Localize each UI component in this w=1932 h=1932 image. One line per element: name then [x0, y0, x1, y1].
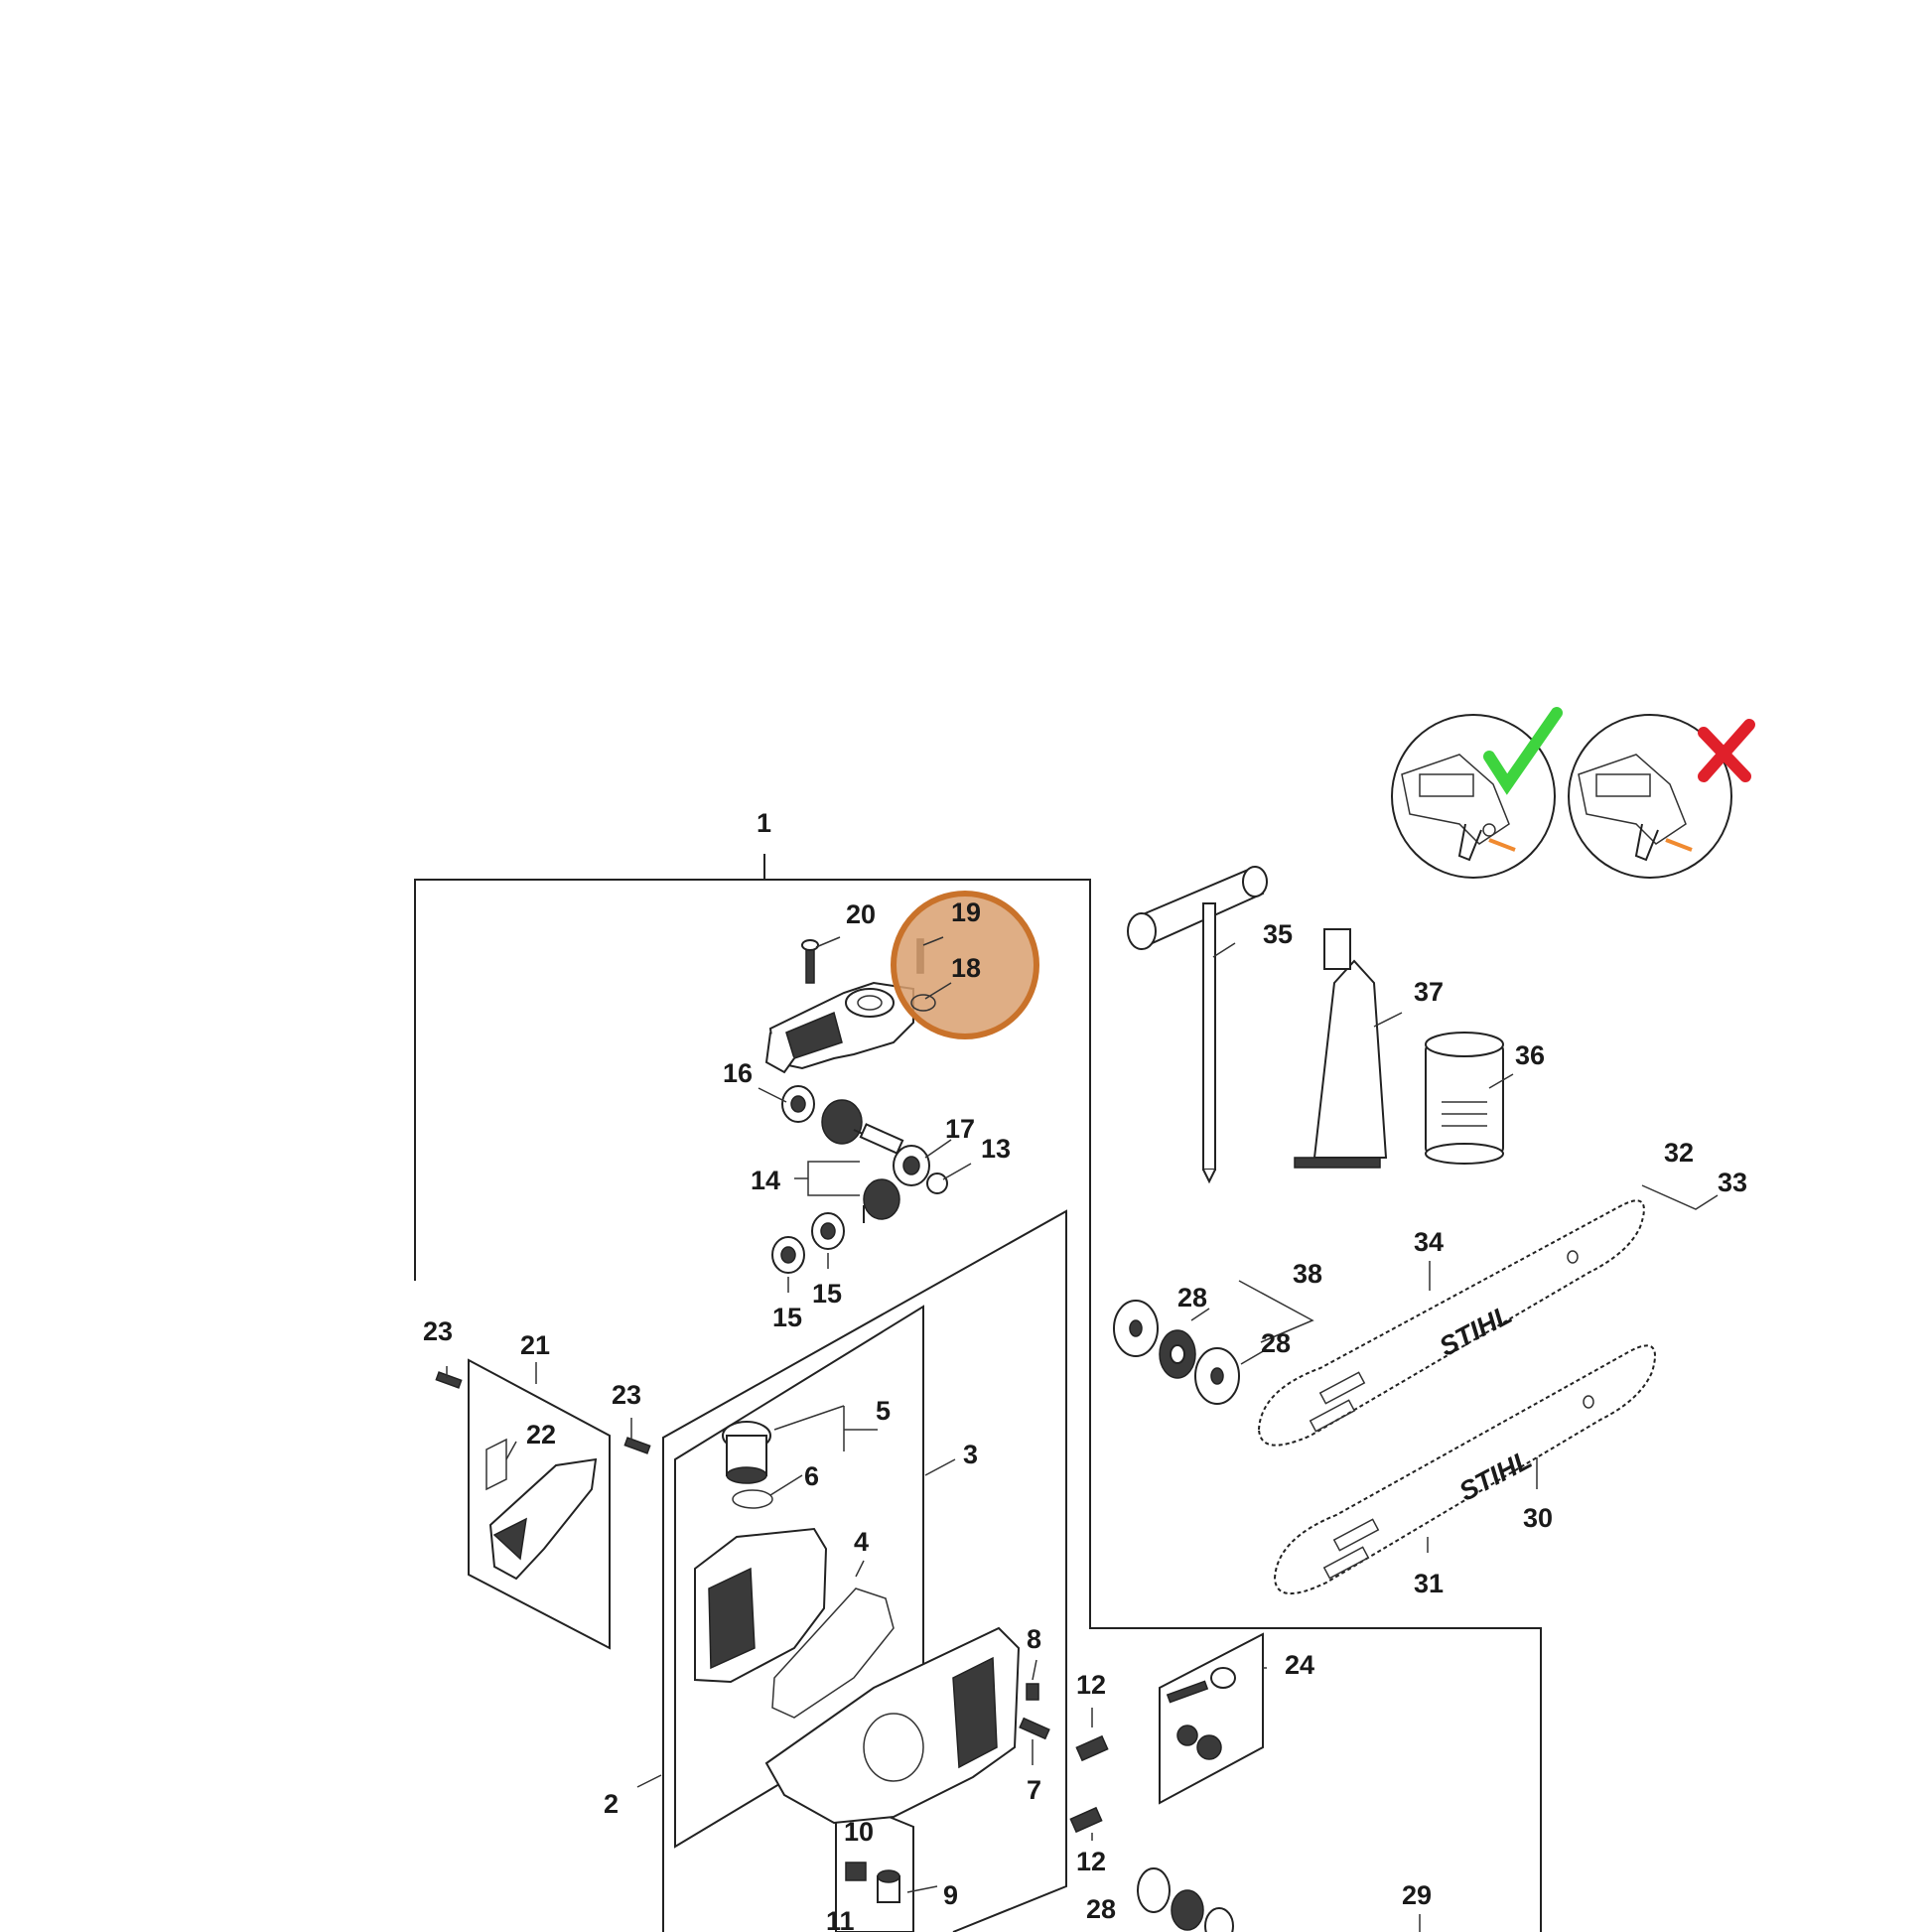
bearing-15b: [771, 1236, 805, 1274]
nut-13: [926, 1173, 948, 1194]
arrow-icon: [1488, 838, 1516, 852]
cross-mark-icon: [1698, 719, 1755, 782]
scrench-35: [1127, 866, 1268, 1184]
label-12a: 12: [1076, 1670, 1106, 1700]
group-24-parts: [1166, 1667, 1236, 1760]
incorrect-inset: [1568, 714, 1755, 879]
label-37: 37: [1414, 977, 1444, 1007]
correct-inset: [1391, 707, 1563, 879]
screw-23a: [435, 1371, 463, 1389]
label-15b: 15: [772, 1303, 802, 1332]
bracket-14: [794, 1161, 860, 1196]
bracket-32-33: [1641, 1184, 1719, 1210]
cap-9: [877, 1869, 900, 1903]
label-30: 30: [1523, 1503, 1553, 1533]
label-15a: 15: [812, 1279, 842, 1309]
label-20: 20: [846, 899, 876, 929]
label-14: 14: [751, 1166, 780, 1195]
group-21-frame: [468, 1358, 611, 1650]
washer-28c: [1137, 1867, 1171, 1913]
label-4: 4: [854, 1527, 869, 1557]
gear-housing: [764, 981, 914, 1074]
label-9: 9: [943, 1880, 958, 1910]
group-24-frame: [1159, 1632, 1264, 1805]
spring-10: [845, 1862, 867, 1881]
bracket-38: [1238, 1280, 1314, 1343]
label-19: 19: [951, 897, 981, 927]
gasket: [771, 1587, 895, 1719]
oil-cap-5: [722, 1421, 771, 1484]
label-24: 24: [1285, 1650, 1314, 1680]
label-23b: 23: [612, 1380, 641, 1410]
tensioner-12a: [1075, 1734, 1109, 1762]
label-22: 22: [526, 1420, 556, 1449]
o-ring-6: [732, 1489, 773, 1509]
group-1-outline: [414, 854, 1542, 1932]
label-16: 16: [723, 1058, 753, 1088]
label-28a: 28: [1177, 1283, 1207, 1312]
label-38: 38: [1293, 1259, 1322, 1289]
label-28b: 28: [1261, 1328, 1291, 1358]
label-5: 5: [876, 1396, 891, 1426]
drive-shaft: [821, 1099, 904, 1155]
highlight-circle: [891, 891, 1039, 1039]
label-34: 34: [1414, 1227, 1444, 1257]
screw-7: [1019, 1717, 1050, 1740]
label-32: 32: [1664, 1138, 1694, 1168]
label-12b: 12: [1076, 1847, 1106, 1876]
label-31: 31: [1414, 1569, 1444, 1598]
sprocket-shaft: [863, 1178, 900, 1223]
label-8: 8: [1027, 1624, 1041, 1654]
leader-lines: [446, 936, 1538, 1932]
label-35: 35: [1263, 919, 1293, 949]
housing-2: [764, 1626, 1021, 1825]
label-3: 3: [963, 1440, 978, 1469]
label-23a: 23: [423, 1316, 453, 1346]
bearing-17: [893, 1145, 930, 1186]
label-10: 10: [844, 1817, 874, 1847]
label-6: 6: [804, 1461, 819, 1491]
washer-28b: [1194, 1347, 1240, 1405]
pin-8: [1026, 1683, 1039, 1701]
label-22: [485, 1438, 507, 1491]
label-11: 11: [826, 1906, 855, 1932]
bearing-16: [781, 1085, 815, 1123]
part-labels: 1 2 3 4 5 6 7 8 9 10 11 12 12 13 14 15 1…: [423, 808, 1747, 1932]
label-7: 7: [1027, 1775, 1041, 1805]
sprocket: [1159, 1329, 1196, 1379]
check-mark-icon: [1483, 707, 1563, 795]
screw-23b: [623, 1437, 651, 1454]
screw-20: [801, 939, 819, 984]
label-17: 17: [945, 1114, 975, 1144]
label-18: 18: [951, 953, 981, 983]
washer-lower: [1204, 1907, 1234, 1932]
bearing-15a: [811, 1212, 845, 1250]
label-1: 1: [757, 808, 771, 838]
tensioner-12b: [1069, 1806, 1103, 1834]
label-36: 36: [1515, 1040, 1545, 1070]
label-28c: 28: [1086, 1894, 1116, 1924]
grease-tube-37: [1294, 928, 1388, 1169]
washer-28a: [1113, 1300, 1159, 1357]
sprocket-lower: [1171, 1889, 1204, 1931]
group-2-frame: [662, 1209, 1067, 1932]
grease-tin-36: [1425, 1032, 1504, 1165]
label-21: 21: [520, 1330, 550, 1360]
label-33: 33: [1718, 1168, 1747, 1197]
label-29: 29: [1402, 1880, 1432, 1910]
arrow-icon: [1665, 838, 1693, 852]
label-2: 2: [604, 1789, 619, 1819]
oil-tank-4: [694, 1527, 828, 1684]
label-13: 13: [981, 1134, 1011, 1164]
cover-21: [488, 1457, 598, 1581]
